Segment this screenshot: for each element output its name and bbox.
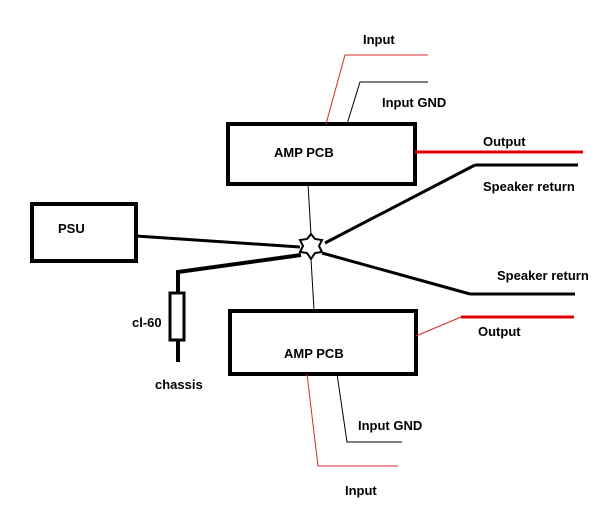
psu-box <box>30 202 138 263</box>
amp-pcb-bottom-box <box>228 309 418 376</box>
amp-top-ground-wire <box>307 183 312 236</box>
bottom-speaker-return-to-star <box>321 251 471 296</box>
top-output-label: Output <box>483 134 526 149</box>
star-ground-icon <box>298 232 324 261</box>
psu-ground-wire <box>135 234 301 249</box>
amp-pcb-top-label: AMP PCB <box>274 145 334 160</box>
amp-pcb-bottom-label: AMP PCB <box>284 346 344 361</box>
resistor-label: cl-60 <box>132 315 162 330</box>
bottom-input-gnd-wire <box>336 373 402 443</box>
top-input-gnd-wire <box>346 81 428 125</box>
top-input-wire <box>325 54 428 125</box>
chassis-ground-wire <box>176 253 302 292</box>
bottom-input-wire <box>306 373 398 467</box>
top-speaker-return-label: Speaker return <box>483 179 575 194</box>
top-speaker-return-to-star <box>324 163 476 245</box>
amp-bottom-ground-wire <box>310 258 315 311</box>
bottom-input-label: Input <box>345 483 377 498</box>
bottom-speaker-return-label: Speaker return <box>497 268 589 283</box>
bottom-output-wire-thin <box>415 316 462 337</box>
bottom-input-gnd-label: Input GND <box>358 418 422 433</box>
chassis-label: chassis <box>155 377 203 392</box>
top-input-gnd-label: Input GND <box>382 95 446 110</box>
resistor-icon <box>168 291 186 342</box>
bottom-output-label: Output <box>478 324 521 339</box>
amp-pcb-top-box <box>226 122 417 186</box>
psu-label: PSU <box>58 221 85 236</box>
top-input-label: Input <box>363 32 395 47</box>
